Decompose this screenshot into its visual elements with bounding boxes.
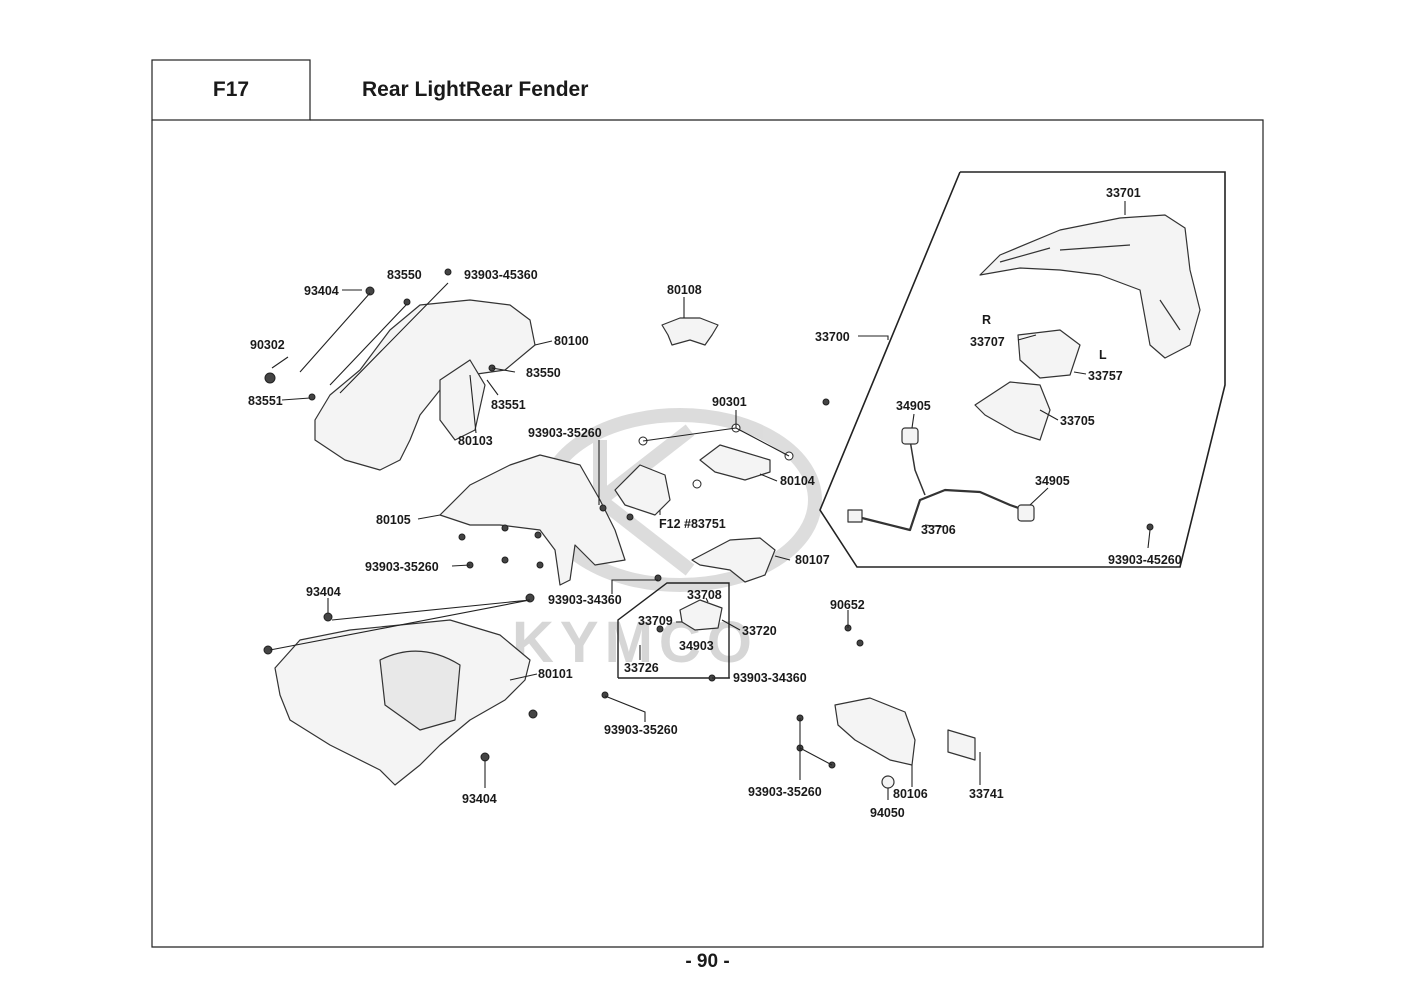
part-label: 33708 (687, 588, 722, 602)
part-label: 93903-35260 (365, 560, 439, 574)
part-label: 33701 (1106, 186, 1141, 200)
part-label: 33741 (969, 787, 1004, 801)
part-label: 80106 (893, 787, 928, 801)
rear-cover-80105 (439, 454, 626, 586)
wire-harness-33706 (849, 488, 1031, 532)
part-label: 80101 (538, 667, 573, 681)
part-label: 83550 (526, 366, 561, 380)
part-label: 80105 (376, 513, 411, 527)
part-label: 93903-35260 (748, 785, 822, 799)
page-number: - 90 - (685, 951, 730, 972)
part-label: 33726 (624, 661, 659, 675)
part-label: 93903-45360 (464, 268, 538, 282)
cover-80107 (691, 537, 776, 583)
part-label: 34905 (896, 399, 931, 413)
part-label: 33757 (1088, 369, 1123, 383)
bracket-80108 (661, 317, 719, 346)
frame (151, 59, 1264, 948)
part-label: 80100 (554, 334, 589, 348)
part-label: 80108 (667, 283, 702, 297)
part-label: 93404 (304, 284, 339, 298)
part-label: 83551 (491, 398, 526, 412)
part-label: 90652 (830, 598, 865, 612)
page-title: Rear LightRear Fender (362, 78, 589, 101)
part-label: 90301 (712, 395, 747, 409)
part-label: 83551 (248, 394, 283, 408)
part-label: 94050 (870, 806, 905, 820)
part-label: 93903-34360 (733, 671, 807, 685)
part-label: 93903-45260 (1108, 553, 1182, 567)
part-label: 93903-35260 (528, 426, 602, 440)
part-label: 80104 (780, 474, 815, 488)
part-label: 33709 (638, 614, 673, 628)
bracket-f12 (614, 464, 671, 516)
bulb-holder-33707 (1017, 329, 1081, 379)
part-label: 93404 (306, 585, 341, 599)
part-label: 80103 (458, 434, 493, 448)
part-label: 34905 (1035, 474, 1070, 488)
part-label: 90302 (250, 338, 285, 352)
part-label: 33700 (815, 330, 850, 344)
part-label: 93903-35260 (604, 723, 678, 737)
part-label: 80107 (795, 553, 830, 567)
bracket-80104 (699, 444, 771, 481)
part-label: 93404 (462, 792, 497, 806)
part-label: 83550 (387, 268, 422, 282)
part-label: 33706 (921, 523, 956, 537)
section-code: F17 (212, 78, 250, 101)
leader-lines (269, 201, 1151, 800)
side-mark-right: R (982, 313, 992, 327)
part-label: 93903-34360 (548, 593, 622, 607)
tail-light-33701 (979, 214, 1201, 359)
tail-light-assembly-box (819, 171, 1226, 568)
side-mark-left: L (1099, 348, 1107, 362)
part-label: 34903 (679, 639, 714, 653)
plate-80106 (834, 697, 916, 766)
part-label: 33720 (742, 624, 777, 638)
reference-label: F12 #83751 (659, 517, 726, 531)
label-33741 (947, 729, 976, 761)
part-label: 33705 (1060, 414, 1095, 428)
part-label: 33707 (970, 335, 1005, 349)
socket-33705 (974, 381, 1051, 441)
fender-flap-80103 (439, 359, 486, 441)
